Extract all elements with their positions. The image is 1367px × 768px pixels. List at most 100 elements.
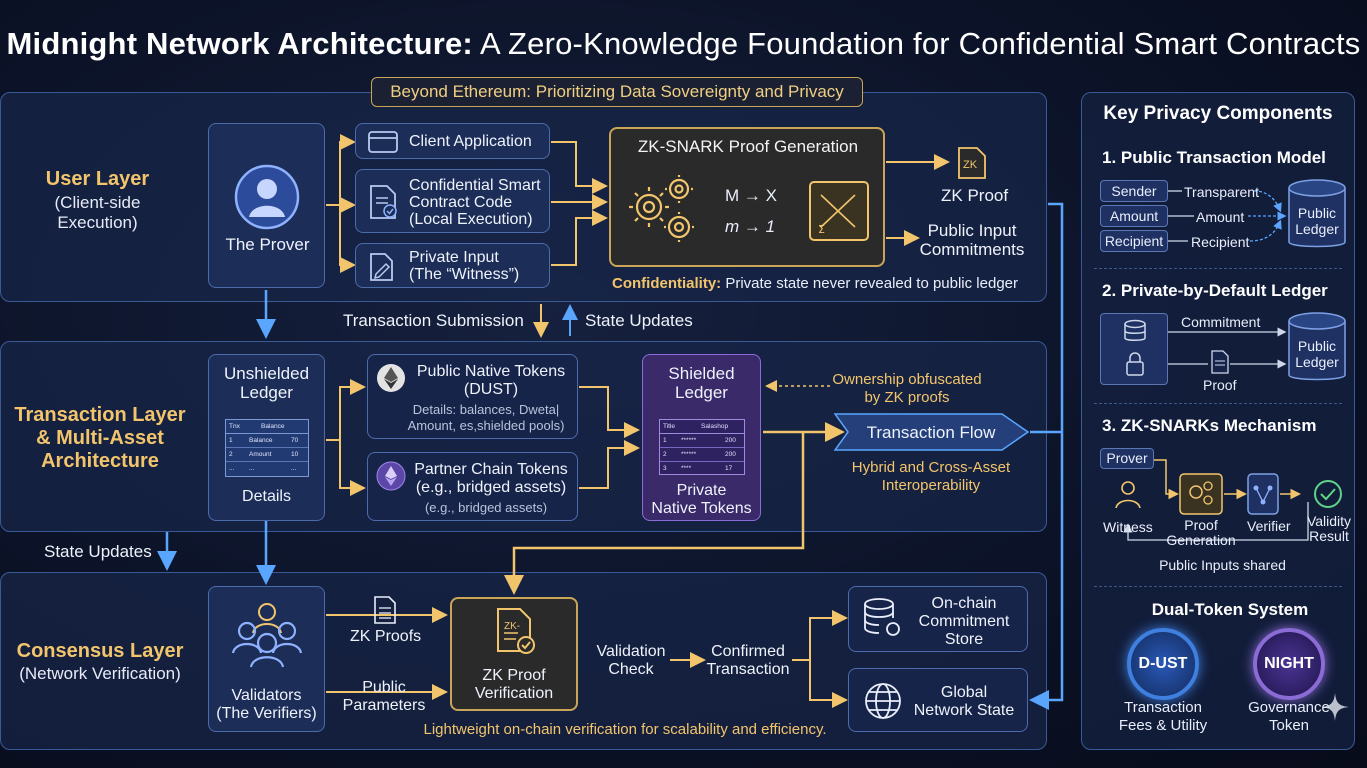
verification-icon-text: ZK- (504, 621, 521, 632)
zk-proofs-label: ZK Proofs (350, 628, 422, 645)
validation-check-1: Validation (596, 643, 666, 660)
public-native-tokens-details-1: Details: balances, Dweta| (412, 402, 560, 417)
public-native-tokens-dust: (DUST) (463, 381, 519, 398)
night-token-label: NIGHT (1264, 655, 1314, 672)
private-native-tokens-2: Native Tokens (651, 500, 752, 517)
validators-label-2: (The Verifiers) (216, 705, 317, 722)
zk-mapping-1: M → X (725, 186, 777, 205)
global-network-state-card[interactable]: Global Network State (848, 668, 1028, 732)
private-input-label-1: Private Input (409, 249, 499, 266)
key-privacy-heading: Key Privacy Components (1103, 103, 1333, 124)
global-network-state-2: Network State (913, 702, 1015, 719)
zk-snark-generation-card[interactable]: ZK-SNARK Proof Generation M → X m → 1 Σ (609, 127, 885, 267)
private-native-tokens-1: Private (676, 482, 727, 499)
commitment-label: Commitment (1181, 314, 1261, 330)
contract-label-2: Contract Code (409, 194, 513, 211)
partner-chain-tokens-card[interactable]: Partner Chain Tokens (e.g., bridged asse… (367, 452, 578, 521)
public-ledger-label-2: Ledger (1295, 221, 1339, 237)
tx-layer-title-3: Architecture (41, 450, 159, 472)
side-section-1-title: 1. Public Transaction Model (1102, 148, 1326, 167)
contract-document-icon (370, 185, 397, 219)
public-parameters-2: Parameters (342, 697, 426, 714)
contract-card[interactable]: Confidential Smart Contract Code (Local … (355, 169, 550, 233)
consensus-layer-title: Consensus Layer (16, 640, 184, 662)
svg-text:Σ: Σ (818, 223, 825, 236)
private-input-card[interactable]: Private Input (The “Witness”) (355, 243, 550, 288)
verifier-label: Verifier (1247, 518, 1291, 534)
private-ledger-box (1100, 313, 1168, 385)
partner-token-icon (376, 461, 406, 491)
confidentiality-note: Confidentiality: Private state never rev… (612, 275, 1019, 292)
side-divider-3 (1094, 586, 1342, 587)
zk-proof-verification-card[interactable]: ZK- ZK Proof Verification (450, 597, 578, 711)
transaction-flow-arrow[interactable] (834, 413, 1030, 451)
validators-label-1: Validators (231, 687, 302, 704)
confirmed-transaction-2: Transaction (706, 661, 790, 678)
side-section-1-arrows (1168, 190, 1287, 242)
client-application-card[interactable]: Client Application (355, 123, 550, 159)
recipient-label: Recipient (1191, 234, 1250, 250)
zk-proof-output: ZK Proof (941, 186, 1009, 205)
shielded-ledger-title-1: Shielded (668, 364, 735, 383)
side-section-2-title: 2. Private-by-Default Ledger (1102, 281, 1328, 300)
ownership-obfuscated-1: Ownership obfuscated (832, 371, 982, 388)
night-token: NIGHT (1253, 628, 1325, 700)
confirmed-transaction-1: Confirmed (711, 643, 785, 660)
zk-proof-verification-1: ZK Proof (482, 667, 546, 684)
prover-card[interactable]: The Prover (208, 123, 325, 288)
zk-snark-generation-title: ZK-SNARK Proof Generation (637, 137, 859, 156)
unshielded-ledger-details: Details (242, 488, 291, 505)
dust-token-label: D-UST (1138, 655, 1188, 672)
side-divider-2 (1094, 403, 1342, 404)
user-icon (234, 164, 300, 230)
public-native-tokens-details-2: Amount, es,shielded pools) (407, 418, 565, 433)
side-section-3-title: 3. ZK-SNARKs Mechanism (1102, 416, 1317, 435)
circuit-icon: Σ (809, 181, 869, 241)
consensus-layer-subtitle: (Network Verification) (19, 664, 181, 683)
sender-chip: Sender (1100, 180, 1168, 202)
shielded-ledger-title-2: Ledger (675, 383, 728, 402)
validators-card[interactable]: Validators (The Verifiers) (208, 586, 325, 732)
commitment-store-1: On-chain (931, 595, 997, 612)
public-ledger-cylinder-icon (1288, 179, 1346, 248)
partner-chain-tokens-details: (e.g., bridged assets) (424, 500, 548, 515)
proof-generation-label-2: Generation (1166, 532, 1236, 548)
proof-generation-label-1: Proof (1184, 517, 1218, 533)
transaction-flow-label: Transaction Flow (866, 423, 996, 442)
dust-desc-2: Fees & Utility (1118, 717, 1208, 734)
zk-mechanism-diagram (1115, 459, 1342, 541)
banner: Beyond Ethereum: Prioritizing Data Sover… (371, 77, 863, 107)
commitment-store-2: Commitment (918, 613, 1010, 630)
public-ledger-cylinder-icon-2 (1288, 312, 1346, 381)
window-icon (368, 131, 398, 153)
globe-icon (865, 683, 901, 719)
ownership-obfuscated-2: by ZK proofs (864, 389, 950, 406)
prover-label: The Prover (225, 235, 310, 254)
contract-label-3: (Local Execution) (409, 211, 533, 228)
proof-label: Proof (1203, 377, 1237, 393)
public-native-tokens-card[interactable]: Public Native Tokens (DUST) Details: bal… (367, 354, 578, 439)
side-divider-1 (1094, 268, 1342, 269)
public-input-commitments-1: Public Input (927, 221, 1017, 240)
user-layer-subtitle-2: Execution) (57, 213, 138, 232)
hybrid-2: Interoperability (881, 477, 981, 494)
amount-chip: Amount (1100, 205, 1168, 227)
zk-mapping-2: m → 1 (725, 217, 776, 236)
tx-layer-title-1: Transaction Layer (14, 404, 186, 426)
night-desc-2: Token (1268, 717, 1310, 734)
left-state-updates-label: State Updates (44, 542, 152, 561)
validation-check-2: Check (608, 661, 654, 678)
transparent-label: Transparent (1184, 184, 1259, 200)
gears-icon (629, 175, 694, 242)
commitment-store-card[interactable]: On-chain Commitment Store (848, 586, 1028, 652)
public-parameters-1: Public (362, 679, 406, 696)
user-layer-title: User Layer (45, 168, 150, 190)
user-layer-subtitle-1: (Client-side (54, 193, 141, 212)
private-input-label-2: (The “Witness”) (409, 266, 520, 283)
sparkle-icon (1321, 693, 1349, 721)
public-ledger-2-label-1: Public (1297, 338, 1337, 354)
verification-document-icon (497, 608, 535, 654)
